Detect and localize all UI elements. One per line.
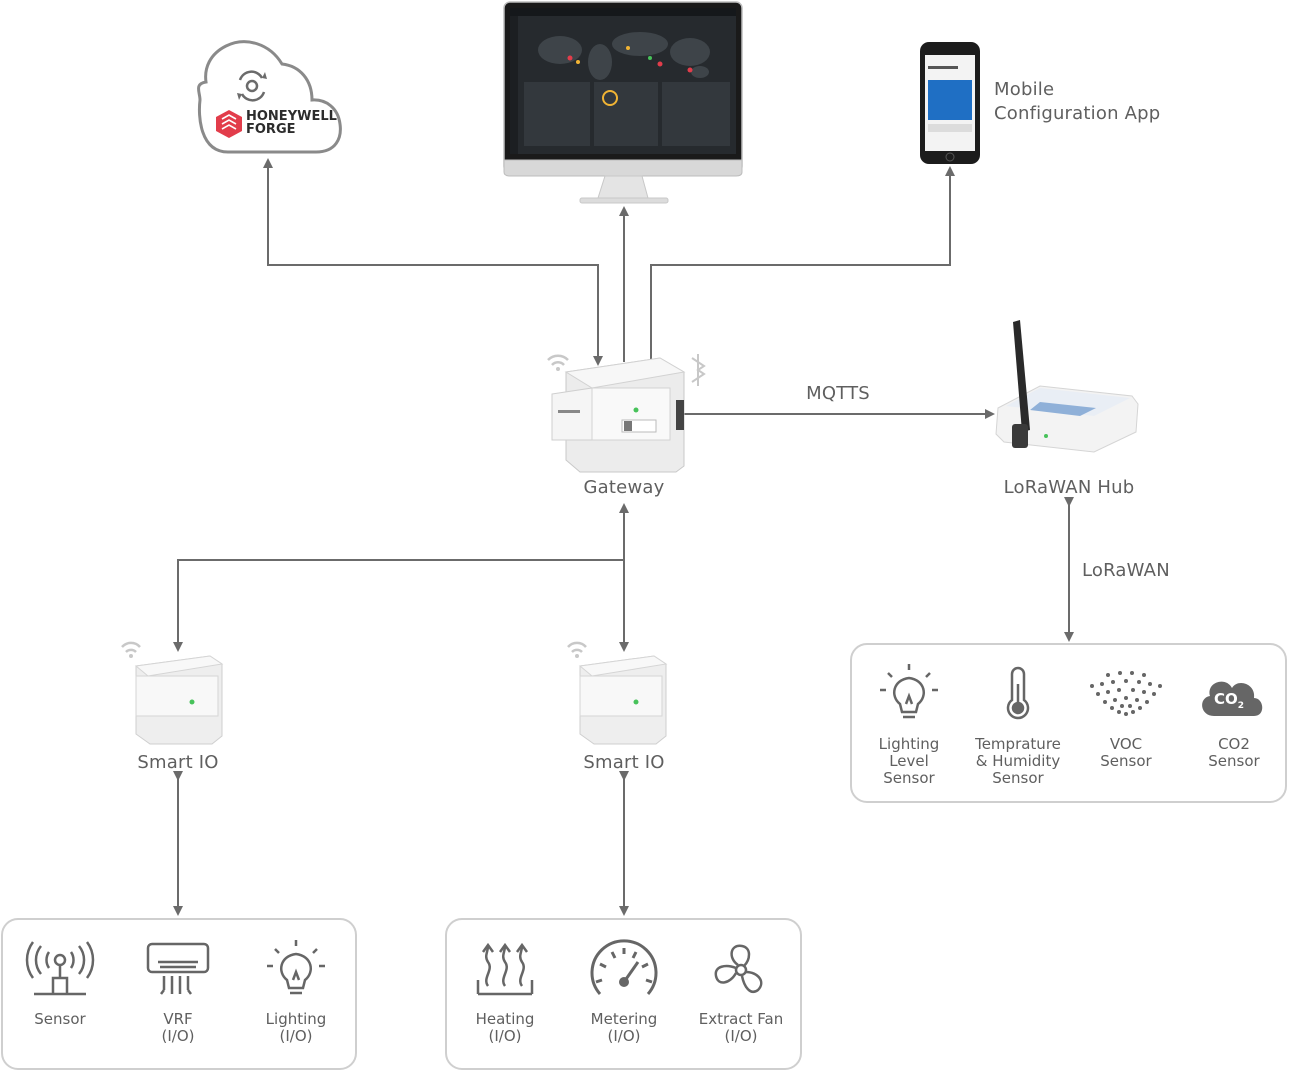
left-io-lighting: Lighting (I/O): [251, 1011, 341, 1045]
forge-logo-text: HONEYWELL FORGE: [246, 110, 337, 136]
sensor-label-line: Sensor: [992, 769, 1044, 787]
lorawan-sensors-box: [850, 643, 1287, 803]
lorawan-sensor-lighting: Lighting Level Sensor: [864, 736, 954, 787]
left-io-sensor: Sensor: [20, 1011, 100, 1028]
io-label-line: Heating: [475, 1010, 535, 1028]
io-label-line: Lighting: [265, 1010, 327, 1028]
gateway-label: Gateway: [583, 477, 665, 498]
right-io-metering: Metering (I/O): [579, 1011, 669, 1045]
io-label-line: Sensor: [34, 1010, 86, 1028]
smart-io-right-label: Smart IO: [583, 752, 665, 773]
sensor-label-line: Sensor: [1100, 752, 1152, 770]
sensor-label-line: Sensor: [1208, 752, 1260, 770]
io-label-line: (I/O): [488, 1027, 522, 1045]
sensor-label-line: Level: [889, 752, 929, 770]
sensor-label-line: Lighting: [878, 735, 940, 753]
right-io-heating: Heating (I/O): [465, 1011, 545, 1045]
forge-logo-line1: HONEYWELL: [246, 109, 337, 124]
mobile-app-label: Mobile Configuration App: [994, 78, 1160, 126]
io-label-line: Extract Fan: [698, 1010, 784, 1028]
lorawan-hub-label: LoRaWAN Hub: [1003, 477, 1135, 498]
mqtts-label: MQTTS: [806, 383, 870, 404]
right-io-box: [445, 918, 802, 1070]
io-label-line: VRF: [163, 1010, 193, 1028]
io-label-line: (I/O): [161, 1027, 195, 1045]
co2-glyph-sub: 2: [1237, 701, 1245, 711]
io-label-line: (I/O): [607, 1027, 641, 1045]
right-io-extract-fan: Extract Fan (I/O): [688, 1011, 794, 1045]
sensor-label-line: VOC: [1109, 735, 1143, 753]
co2-glyph-main: CO: [1214, 690, 1238, 708]
lorawan-sensor-co2: CO2 Sensor: [1194, 736, 1274, 770]
sensor-label-line: Temprature: [975, 735, 1061, 753]
sensor-label-line: & Humidity: [975, 752, 1061, 770]
arrow-to-smart-io-left: [173, 559, 624, 652]
mobile-app-line2: Configuration App: [994, 103, 1161, 124]
sensor-label-line: Sensor: [883, 769, 935, 787]
co2-glyph: CO2: [1214, 690, 1244, 711]
arrow-gateway-to-mobile: [650, 166, 955, 362]
lorawan-sensor-voc: VOC Sensor: [1086, 736, 1166, 770]
io-label-line: Metering: [590, 1010, 658, 1028]
left-io-vrf: VRF (I/O): [138, 1011, 218, 1045]
left-io-box: [1, 918, 357, 1070]
io-label-line: (I/O): [724, 1027, 758, 1045]
io-label-line: (I/O): [279, 1027, 313, 1045]
lorawan-sensor-temperature: Temprature & Humidity Sensor: [963, 736, 1073, 787]
arrow-gateway-to-forge: [263, 158, 599, 362]
forge-logo-line2: FORGE: [246, 122, 296, 137]
sensor-label-line: CO2: [1218, 735, 1250, 753]
smart-io-left-label: Smart IO: [137, 752, 219, 773]
mobile-app-line1: Mobile: [994, 79, 1055, 100]
lorawan-link-label: LoRaWAN: [1082, 560, 1170, 581]
